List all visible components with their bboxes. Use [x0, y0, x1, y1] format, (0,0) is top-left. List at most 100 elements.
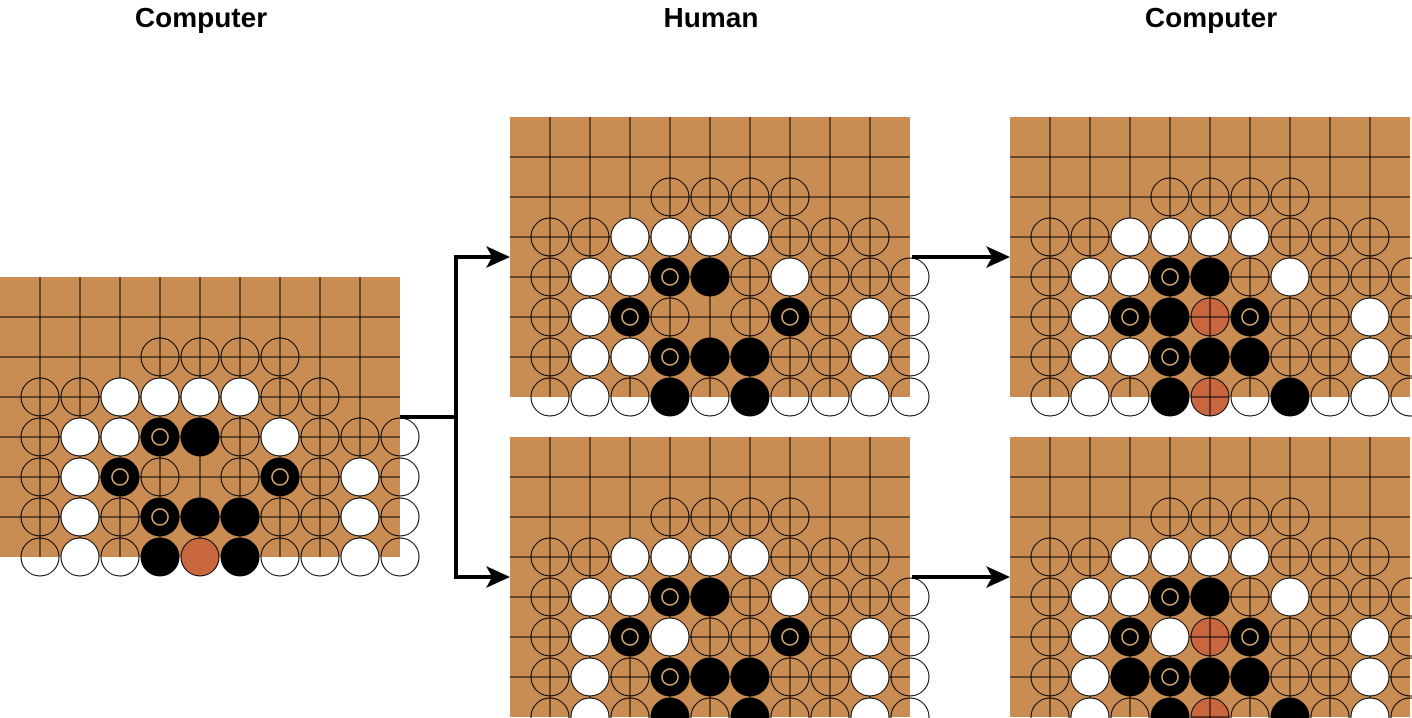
empty-point — [1030, 377, 1070, 417]
empty-point — [770, 337, 810, 377]
branch-arrow-upper — [400, 255, 492, 419]
arrowhead-icon — [486, 566, 510, 588]
empty-point — [1310, 617, 1350, 657]
marker-ring-icon — [781, 308, 799, 326]
empty-point — [1270, 657, 1310, 697]
empty-point — [530, 217, 570, 257]
empty-point — [730, 617, 770, 657]
empty-point — [770, 657, 810, 697]
empty-point — [20, 457, 60, 497]
marker-ring-icon — [1121, 628, 1139, 646]
empty-point — [850, 217, 890, 257]
white-stone — [1350, 617, 1390, 657]
empty-point — [1390, 697, 1412, 718]
black-stone — [1150, 377, 1190, 417]
black-stone — [1190, 257, 1230, 297]
black-stone — [1150, 697, 1190, 718]
marker-ring-icon — [1161, 588, 1179, 606]
white-stone — [1350, 697, 1390, 718]
empty-point — [260, 337, 300, 377]
column-title-computer-left: Computer — [134, 2, 268, 33]
black-stone — [1230, 657, 1270, 697]
empty-point — [850, 537, 890, 577]
empty-point — [770, 697, 810, 718]
empty-point — [1230, 697, 1270, 718]
black-stone-marked — [260, 457, 300, 497]
white-stone — [730, 537, 770, 577]
empty-point — [530, 257, 570, 297]
white-stone — [1070, 257, 1110, 297]
empty-point — [260, 377, 300, 417]
marker-ring-icon — [1241, 308, 1259, 326]
empty-point — [690, 177, 730, 217]
empty-point — [770, 497, 810, 537]
empty-point — [60, 377, 100, 417]
white-stone — [610, 217, 650, 257]
empty-point — [1190, 497, 1230, 537]
white-stone — [610, 537, 650, 577]
empty-point — [1110, 377, 1150, 417]
empty-point — [690, 377, 730, 417]
white-stone — [1070, 617, 1110, 657]
black-stone — [1190, 577, 1230, 617]
empty-point — [890, 297, 930, 337]
black-stone-marked — [650, 257, 690, 297]
empty-point — [1030, 577, 1070, 617]
empty-point — [810, 537, 850, 577]
empty-point — [530, 297, 570, 337]
empty-point — [890, 337, 930, 377]
empty-point — [220, 417, 260, 457]
black-stone — [1190, 657, 1230, 697]
empty-point — [530, 537, 570, 577]
white-stone — [690, 537, 730, 577]
marker-ring-icon — [1121, 308, 1139, 326]
empty-point — [100, 537, 140, 577]
empty-point — [690, 497, 730, 537]
black-stone — [1150, 297, 1190, 337]
marker-ring-icon — [661, 268, 679, 286]
white-stone — [1190, 217, 1230, 257]
marker-ring-icon — [1161, 348, 1179, 366]
white-stone — [1350, 297, 1390, 337]
empty-point — [610, 697, 650, 718]
empty-point — [1270, 497, 1310, 537]
marker-ring-icon — [271, 468, 289, 486]
black-stone — [220, 497, 260, 537]
white-stone — [730, 217, 770, 257]
board-1 — [0, 277, 420, 577]
empty-point — [1070, 217, 1110, 257]
empty-point — [770, 377, 810, 417]
black-stone-marked — [1150, 337, 1190, 377]
arrowhead-icon — [986, 566, 1010, 588]
empty-point — [1270, 177, 1310, 217]
white-stone — [850, 657, 890, 697]
black-stone-marked — [770, 297, 810, 337]
empty-point — [20, 497, 60, 537]
empty-point — [1310, 697, 1350, 718]
empty-point — [810, 377, 850, 417]
white-stone — [650, 217, 690, 257]
black-stone — [690, 257, 730, 297]
white-stone — [850, 617, 890, 657]
white-stone — [1270, 257, 1310, 297]
white-stone — [850, 377, 890, 417]
empty-point — [1390, 257, 1412, 297]
white-stone — [690, 217, 730, 257]
black-stone — [690, 577, 730, 617]
white-stone — [220, 377, 260, 417]
empty-point — [770, 217, 810, 257]
empty-point — [1030, 337, 1070, 377]
highlighted-stone — [180, 537, 220, 577]
empty-point — [1270, 617, 1310, 657]
white-stone — [340, 537, 380, 577]
empty-point — [380, 457, 420, 497]
empty-point — [1030, 217, 1070, 257]
empty-point — [610, 377, 650, 417]
black-stone-marked — [1150, 657, 1190, 697]
empty-point — [1030, 697, 1070, 718]
white-stone — [570, 577, 610, 617]
empty-point — [1230, 577, 1270, 617]
white-stone — [60, 497, 100, 537]
empty-point — [530, 577, 570, 617]
boards-layer — [0, 117, 1412, 718]
